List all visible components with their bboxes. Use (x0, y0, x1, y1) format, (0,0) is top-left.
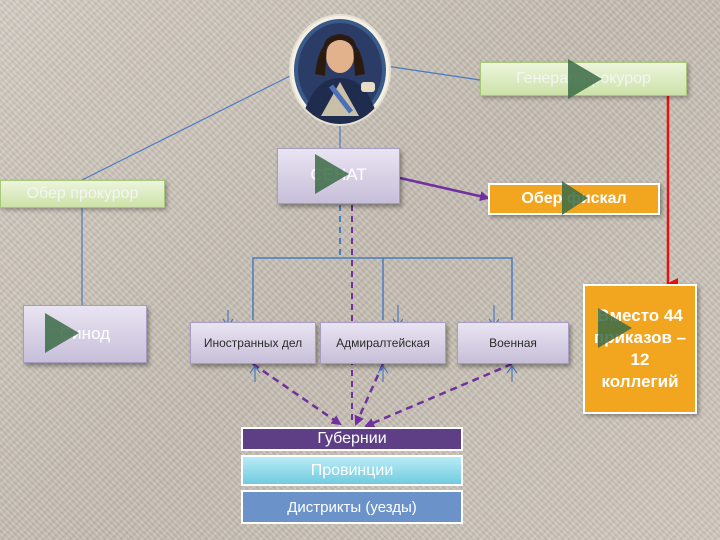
collegium-foreign-box: Иностранных дел (190, 322, 316, 364)
admiralty-to-gubernii-dashed (354, 363, 385, 426)
collegium-military-label: Военная (489, 336, 537, 350)
small-arrow-up-2 (377, 364, 389, 382)
play-icon (568, 59, 602, 99)
play-icon (598, 308, 632, 348)
collegium-admiralty-label: Адмиралтейская (336, 336, 430, 350)
gubernii-box: Губернии (241, 427, 463, 451)
play-icon (315, 154, 349, 194)
ober-prosecutor-box: Обер прокурор (0, 180, 165, 208)
play-icon (45, 313, 79, 353)
districts-box: Дистрикты (уезды) (241, 490, 463, 524)
play-icon (562, 181, 588, 215)
provinces-label: Провинции (310, 461, 394, 479)
gubernii-label: Губернии (317, 430, 387, 447)
provinces-box: Провинции (241, 455, 463, 486)
small-arrow-up-1 (249, 364, 261, 382)
military-to-gubernii-dashed (364, 362, 513, 428)
portrait-to-general-prosecutor-line (385, 65, 481, 81)
collegium-military-box: Военная (457, 322, 569, 364)
collegium-foreign-label: Иностранных дел (203, 336, 303, 350)
foreign-to-gubernii-dashed (252, 362, 342, 426)
senate-to-fiscal-arrow (399, 176, 490, 202)
small-arrow-up-3 (506, 364, 518, 382)
districts-label: Дистрикты (уезды) (287, 498, 417, 516)
ober-prosecutor-label: Обер прокурор (26, 185, 139, 202)
portrait-to-ober-prosecutor-line (81, 71, 299, 181)
portrait-image (291, 16, 389, 124)
synod-box: Синод (23, 305, 147, 363)
collegium-admiralty-box: Адмиралтейская (320, 322, 446, 364)
collegia-note-box: Вместо 44 приказов – 12 коллегий (583, 284, 697, 414)
